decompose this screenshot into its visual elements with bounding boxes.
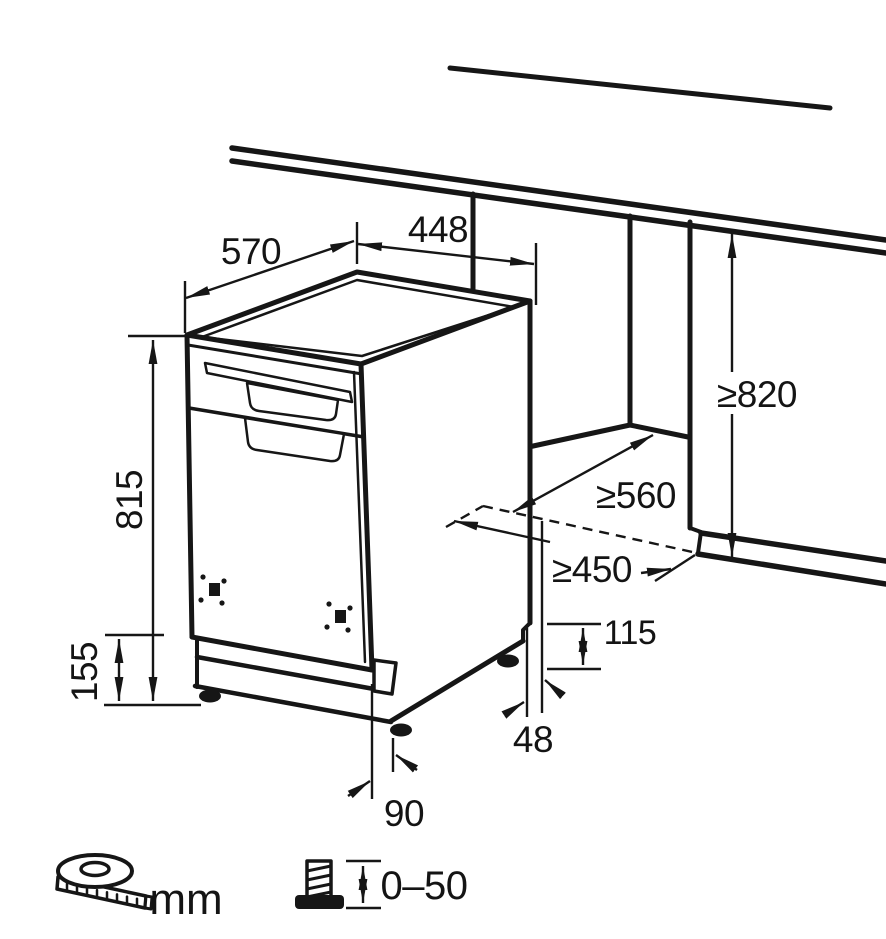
mark-dot <box>221 578 227 584</box>
dimension-niche-height: ≥820 <box>717 234 798 557</box>
dimension-leader <box>654 553 696 583</box>
dimension-depth: 570 <box>183 222 359 333</box>
legend: mm 0–50 <box>55 853 468 924</box>
rear-foot <box>497 654 519 668</box>
dimension-rear-clearance: 115 <box>547 614 657 671</box>
hidden-floor-front-edge <box>482 504 698 555</box>
foot-adjust-range-arrow <box>346 859 381 910</box>
dimension-line <box>357 242 535 266</box>
unit-label: mm <box>149 875 222 924</box>
mark-dot <box>324 624 330 630</box>
dishwasher <box>184 269 533 737</box>
hidden-floor-left-edge <box>445 504 484 529</box>
counter-top-edge <box>229 145 886 243</box>
plinth-top-line <box>194 654 377 692</box>
wall-top-line <box>447 65 833 111</box>
tape-end-hook <box>143 894 154 911</box>
top-face-rim <box>200 278 516 358</box>
tape-measure-icon <box>55 853 154 911</box>
dimension-line <box>185 239 355 300</box>
front-right-edge <box>358 361 375 673</box>
dimension-arrow <box>395 754 419 773</box>
mark-dot <box>345 627 351 633</box>
door-fixing-mark <box>198 574 227 606</box>
front-left-edge <box>184 332 195 640</box>
mark-square <box>209 583 220 596</box>
foot-screw-base <box>295 895 344 909</box>
dimension-width: 448 <box>357 209 538 305</box>
door-inner-edge <box>352 370 367 664</box>
dim-base-height-label: 155 <box>64 642 105 702</box>
dim-niche-depth-label: ≥560 <box>596 475 676 516</box>
adjustable-foot-icon <box>295 859 344 909</box>
dimension-rear-foot-offset: 48 <box>501 521 566 760</box>
mark-dot <box>326 601 332 607</box>
hidden-floor-edges <box>445 504 698 555</box>
front-right-foot <box>390 723 412 737</box>
cabinet-base-junction <box>627 422 691 440</box>
dimension-arrow <box>347 780 371 799</box>
dimension-niche-width: ≥450 <box>453 519 696 590</box>
dimension-arrow <box>544 679 566 700</box>
dim-niche-width-label: ≥450 <box>552 549 632 590</box>
handle-slot-cutout <box>245 381 340 422</box>
dimension-line <box>453 519 551 544</box>
top-slab-front-line <box>186 343 364 376</box>
dimension-arrow <box>640 567 672 577</box>
tape-strip-marks <box>65 882 139 908</box>
dim-rear-foot-offset-label: 48 <box>513 719 553 760</box>
foot-range-label: 0–50 <box>381 864 468 908</box>
mark-dot <box>347 605 353 611</box>
front-left-foot <box>199 689 221 703</box>
dim-depth-label: 570 <box>221 231 281 272</box>
dimension-front-foot-offset: 90 <box>347 684 425 834</box>
mark-square <box>335 610 346 623</box>
mark-dot <box>200 574 206 580</box>
plinth-bottom-line <box>192 683 394 725</box>
handle-slot <box>203 361 354 404</box>
foot-screw-threads <box>305 864 333 899</box>
door-bottom-edge <box>189 634 375 673</box>
dimension-base-height: 155 <box>64 633 164 702</box>
dimension-arrow <box>501 700 525 719</box>
door-fixing-mark <box>324 601 353 633</box>
dim-niche-height-label: ≥820 <box>717 374 797 415</box>
dimension-line <box>512 433 654 514</box>
rear-base-notch <box>521 621 532 643</box>
dim-height-label: 815 <box>109 470 150 530</box>
dim-front-foot-offset-label: 90 <box>384 793 424 834</box>
mark-dot <box>198 597 204 603</box>
dimension-niche-depth: ≥560 <box>512 433 677 516</box>
floor-bottom-edge <box>695 551 886 587</box>
door-grip-recess <box>243 416 346 463</box>
niche-floor-back-junction <box>521 422 633 451</box>
side-bottom-edge <box>388 638 526 724</box>
dim-rear-clearance-label: 115 <box>604 614 657 652</box>
tape-roll-hub <box>79 860 111 878</box>
mark-dot <box>219 600 225 606</box>
dim-width-label: 448 <box>408 209 468 250</box>
dimension-height: 815 <box>104 334 201 707</box>
counter-bottom-edge <box>229 158 886 256</box>
side-face <box>361 301 530 721</box>
plinth-end-cap <box>372 658 398 696</box>
